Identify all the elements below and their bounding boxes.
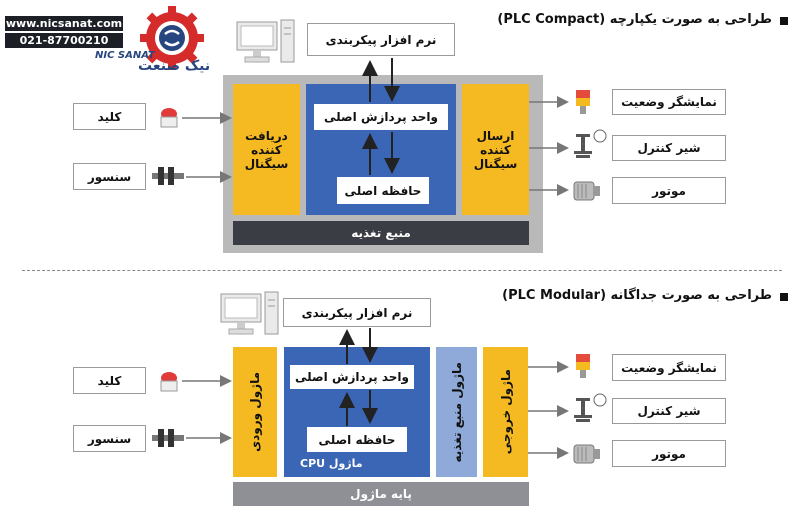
compact-output-status: نمایشگر وضعیت [612,89,726,115]
modular-output-valve: شیر کنترل [612,398,726,424]
website-badge[interactable]: www.nicsanat.com [5,16,123,31]
motor-icon [573,444,600,464]
modular-output-module: ماژول خروجی [483,347,528,477]
modular-rack-label: پایه ماژول [350,487,412,501]
motor-icon [573,181,600,201]
compact-input-switch-label: کلید [97,109,122,124]
compact-output-status-label: نمایشگر وضعیت [621,95,717,109]
modular-input-switch-label: کلید [97,373,122,388]
compact-title: طراحی به صورت یکپارچه (PLC Compact) [497,12,772,27]
compact-output-valve-label: شیر کنترل [637,141,701,155]
compact-input-module: دریافت کننده سیگنال [233,84,300,215]
compact-config-software-label: نرم افزار پیکربندی [325,32,437,47]
compact-config-software: نرم افزار پیکربندی [307,23,455,56]
modular-memory-label: حافظه اصلی [318,432,396,447]
push-button-icon [160,108,178,128]
compact-input-sensor-label: سنسور [87,169,132,184]
compact-output-motor: موتور [612,177,726,204]
modular-output-status-label: نمایشگر وضعیت [621,360,717,375]
section-divider [22,270,782,271]
sensor-icon [152,167,184,185]
modular-input-switch: کلید [73,367,146,394]
modular-input-module: ماژول ورودی [233,347,277,477]
brand-fa: نیک صنعت [138,58,211,74]
modular-config-software-label: نرم افزار پیکربندی [301,305,413,320]
compact-input-sensor: سنسور [73,163,146,190]
compact-power-supply: منبع تغذیه [233,221,529,245]
brand-en: NIC SANAT [95,50,155,61]
modular-config-software: نرم افزار پیکربندی [283,298,431,327]
compact-output-motor-label: موتور [652,183,686,198]
modular-output-valve-label: شیر کنترل [637,404,701,418]
compact-output-valve: شیر کنترل [612,135,726,161]
compact-cpu: واحد پردازش اصلی [314,104,448,130]
modular-power-module: ماژول منبع تغذیه [436,347,477,477]
modular-cpu: واحد پردازش اصلی [290,365,414,389]
monitor-icon [236,19,295,63]
control-valve-icon [574,393,607,422]
modular-title-text: طراحی به صورت جداگانه (PLC Modular) [502,288,772,303]
modular-cpu-module-label: ماژول CPU [300,457,363,470]
modular-title: طراحی به صورت جداگانه (PLC Modular) [502,288,772,303]
compact-input-switch: کلید [73,103,146,130]
gear-logo-icon [140,6,204,70]
phone-badge: 021-87700210 [5,33,123,48]
modular-input-sensor-label: سنسور [87,431,132,446]
compact-title-text: طراحی به صورت یکپارچه (PLC Compact) [497,12,772,27]
compact-bullet [780,17,788,25]
monitor-icon [220,291,279,335]
phone-text: 021-87700210 [19,34,109,47]
compact-memory-label: حافظه اصلی [344,183,422,198]
modular-bullet [780,293,788,301]
modular-rack: پایه ماژول [233,482,529,506]
compact-power-supply-label: منبع تغذیه [351,226,411,240]
modular-memory: حافظه اصلی [307,427,407,452]
compact-cpu-label: واحد پردازش اصلی [324,110,438,124]
modular-cpu-label: واحد پردازش اصلی [295,370,409,384]
control-valve-icon [574,129,607,158]
status-lamp-icon [576,90,590,114]
sensor-icon [152,429,184,447]
compact-output-module: ارسال کننده سیگنال [462,84,529,215]
status-lamp-icon [576,354,590,378]
compact-input-module-label: دریافت کننده سیگنال [244,128,289,171]
compact-output-module-label: ارسال کننده سیگنال [473,128,518,171]
push-button-icon [160,372,178,392]
modular-output-motor: موتور [612,440,726,467]
modular-output-motor-label: موتور [652,446,686,461]
compact-memory: حافظه اصلی [337,177,429,204]
modular-input-sensor: سنسور [73,425,146,452]
website-text: www.nicsanat.com [5,17,123,30]
logo: www.nicsanat.com 021-87700210 NIC SANAT … [0,0,215,75]
modular-output-status: نمایشگر وضعیت [612,354,726,381]
